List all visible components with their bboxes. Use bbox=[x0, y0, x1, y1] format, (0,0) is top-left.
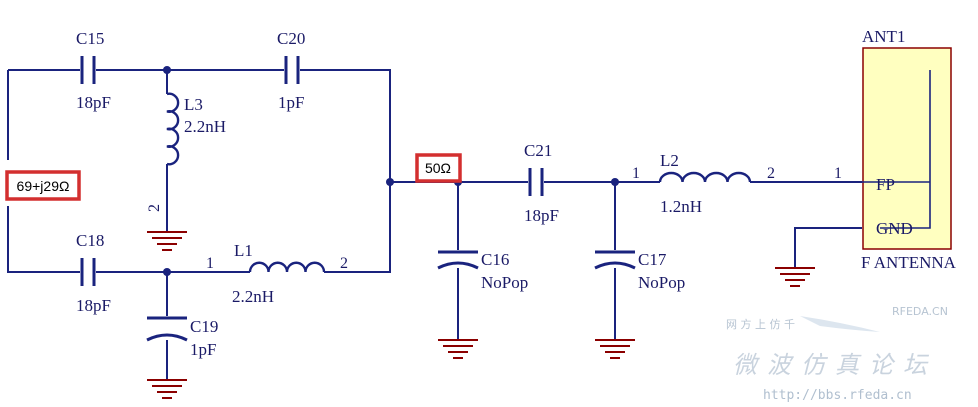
c21-value: 18pF bbox=[524, 206, 559, 225]
ant1-ref: ANT1 bbox=[862, 27, 905, 46]
c16-value: NoPop bbox=[481, 273, 528, 292]
l2-pin2: 2 bbox=[767, 165, 775, 182]
c18-value: 18pF bbox=[76, 296, 111, 315]
l1-pin2: 2 bbox=[340, 255, 348, 272]
ant1-pin: 1 bbox=[834, 165, 842, 182]
c19-value: 1pF bbox=[190, 340, 216, 359]
capacitor-c18-symbol bbox=[80, 258, 96, 286]
junction-bottom bbox=[163, 268, 171, 276]
l3-value: 2.2nH bbox=[184, 117, 226, 136]
junction-top bbox=[163, 66, 171, 74]
wire-top-rail bbox=[8, 69, 391, 182]
ant1-gnd-label: GND bbox=[876, 219, 913, 238]
antenna-element bbox=[862, 70, 931, 229]
c15-ref: C15 bbox=[76, 29, 104, 48]
watermark-url: http://bbs.rfeda.cn bbox=[763, 388, 912, 403]
c20-value: 1pF bbox=[278, 93, 304, 112]
l1-pin1: 1 bbox=[206, 255, 214, 272]
ground-c19 bbox=[147, 379, 187, 399]
ground-antenna bbox=[775, 267, 815, 287]
inductor-l1-symbol bbox=[248, 261, 326, 273]
capacitor-c16-symbol bbox=[437, 250, 479, 270]
c15-value: 18pF bbox=[76, 93, 111, 112]
c19-ref: C19 bbox=[190, 317, 218, 336]
l1-ref: L1 bbox=[234, 241, 253, 260]
c17-ref: C17 bbox=[638, 250, 667, 269]
inductor-l3-symbol bbox=[166, 92, 180, 166]
watermark-wing-icon bbox=[800, 316, 880, 332]
l3-ref: L3 bbox=[184, 95, 203, 114]
capacitor-c20-symbol bbox=[284, 56, 300, 84]
junction-c17 bbox=[611, 178, 619, 186]
watermark: 网 方 上 仿 千 RFEDA.CN 微波仿真论坛 http://bbs.rfe… bbox=[726, 305, 948, 403]
capacitor-c17-symbol bbox=[594, 250, 636, 270]
junction-right bbox=[386, 178, 394, 186]
inductor-l2-symbol bbox=[658, 171, 752, 183]
wires bbox=[7, 69, 862, 380]
l3-pin: 2 bbox=[146, 204, 163, 212]
ground-l3 bbox=[147, 231, 187, 251]
ground-c17 bbox=[595, 339, 635, 359]
wire-left-lower bbox=[7, 206, 80, 273]
match-impedance-box bbox=[415, 153, 462, 183]
match-impedance-label: 50Ω bbox=[425, 160, 451, 176]
watermark-chars: 微波仿真论坛 bbox=[733, 351, 937, 379]
l1-value: 2.2nH bbox=[232, 287, 274, 306]
ant1-value: F ANTENNA bbox=[861, 253, 957, 272]
c16-ref: C16 bbox=[481, 250, 509, 269]
l2-pin1: 1 bbox=[632, 165, 640, 182]
input-impedance-box bbox=[5, 170, 81, 201]
l2-ref: L2 bbox=[660, 151, 679, 170]
watermark-line1: 网 方 上 仿 千 bbox=[726, 317, 795, 331]
c20-ref: C20 bbox=[277, 29, 305, 48]
wire-l1-right bbox=[324, 182, 391, 273]
ground-c16 bbox=[438, 339, 478, 359]
c21-ref: C21 bbox=[524, 141, 552, 160]
antenna-body bbox=[862, 47, 952, 250]
capacitor-c19-symbol bbox=[146, 316, 188, 342]
capacitor-c15-symbol bbox=[80, 56, 96, 84]
wire-ant-gnd bbox=[794, 227, 862, 268]
ant1-fp-label: FP bbox=[876, 175, 895, 194]
l2-value: 1.2nH bbox=[660, 197, 702, 216]
c18-ref: C18 bbox=[76, 231, 104, 250]
input-impedance-label: 69+j29Ω bbox=[17, 178, 70, 194]
watermark-brand: RFEDA.CN bbox=[892, 305, 948, 318]
c17-value: NoPop bbox=[638, 273, 685, 292]
capacitor-c21-symbol bbox=[528, 168, 544, 196]
